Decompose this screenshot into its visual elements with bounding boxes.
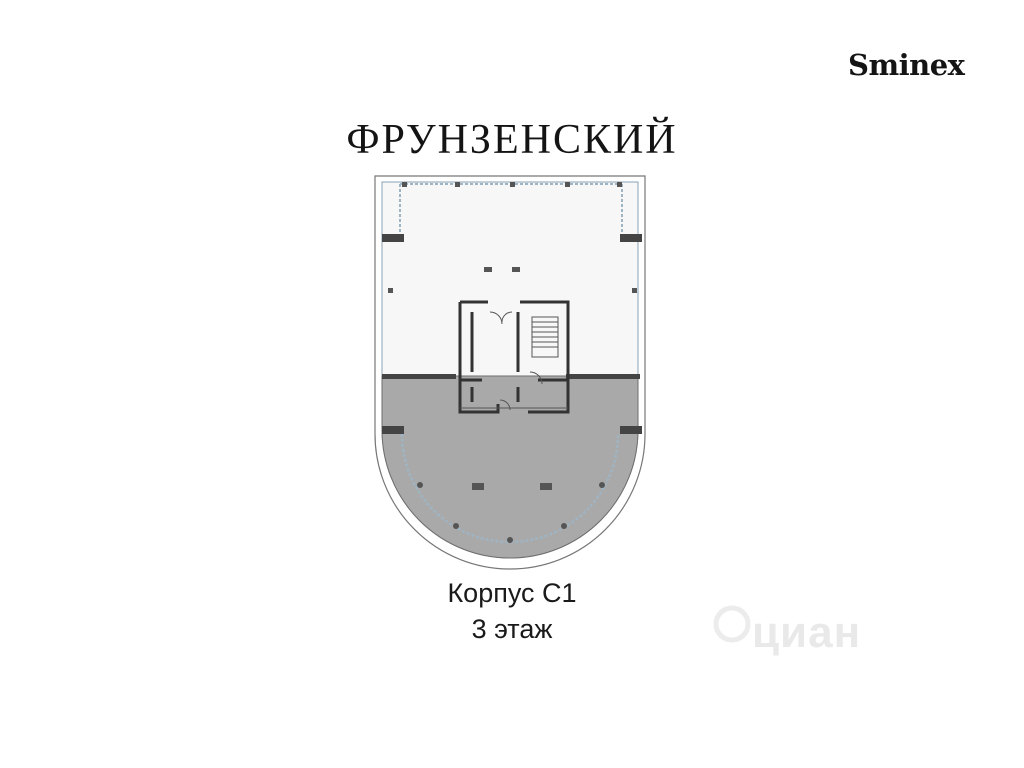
wall-block — [620, 234, 642, 242]
wall-block — [382, 234, 404, 242]
brand-logo[interactable]: Sminex — [848, 48, 965, 82]
page-title: ФРУНЗЕНСКИЙ — [346, 117, 678, 163]
watermark-logo-icon — [713, 605, 751, 643]
wall-block — [566, 374, 640, 379]
glass-facade-curve — [400, 433, 620, 544]
floor-plan — [374, 175, 646, 570]
floor-label: 3 этаж — [471, 614, 553, 644]
core-walls-thin — [460, 311, 568, 411]
building-label: Корпус С1 — [447, 578, 577, 608]
wall-block — [382, 374, 456, 379]
watermark-text: циан — [752, 608, 862, 657]
building-core — [458, 300, 570, 414]
wall-block — [382, 426, 404, 434]
highlighted-area[interactable] — [381, 375, 639, 559]
wall-block — [620, 426, 642, 434]
columns — [388, 182, 637, 543]
